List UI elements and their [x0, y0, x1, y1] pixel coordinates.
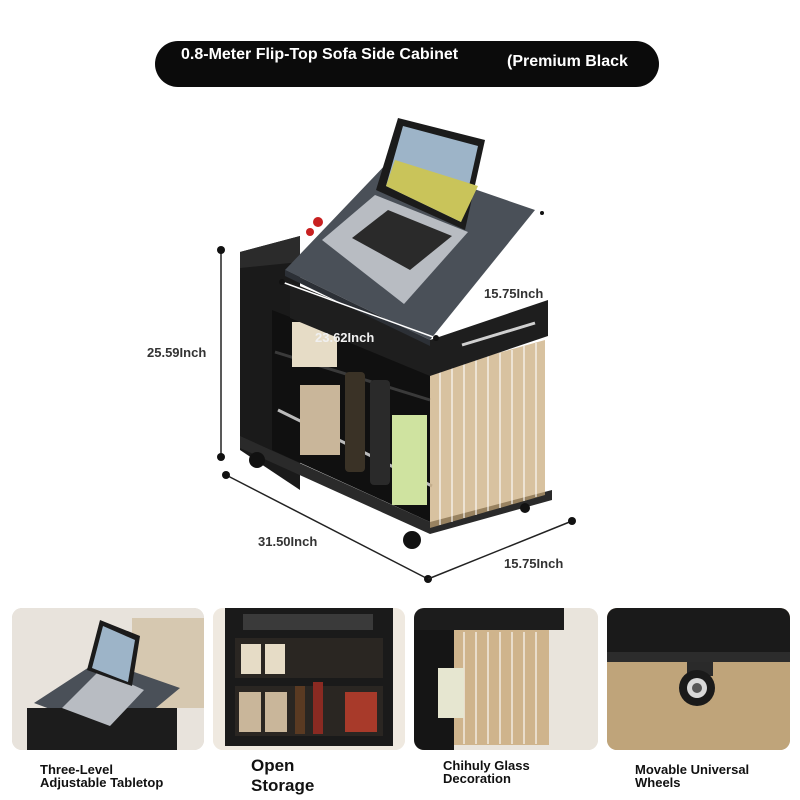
height-label: 25.59Inch	[147, 345, 207, 360]
caption-glass-decoration: Chihuly Glass Decoration	[443, 758, 530, 786]
thumb-open-storage	[213, 608, 405, 750]
caption-universal-wheels: Movable Universal Wheels	[635, 762, 750, 790]
product-illustration	[217, 118, 576, 583]
top-depth-label: 15.75Inch	[484, 286, 544, 301]
caption-adjustable-tabletop: Three-Level Adjustable Tabletop	[40, 762, 164, 790]
thumb-universal-wheels	[607, 608, 790, 750]
product-title: 0.8-Meter Flip-Top Sofa Side Cabinet	[181, 46, 459, 63]
caption-open-storage: Open Storage	[251, 756, 315, 795]
top-width-label: 23.62Inch	[315, 330, 375, 345]
base-depth-label: 15.75Inch	[504, 556, 564, 571]
product-variant: (Premium Black	[507, 53, 628, 70]
thumb-adjustable-tabletop	[12, 608, 204, 750]
thumb-glass-decoration	[414, 608, 598, 750]
base-width-label: 31.50Inch	[258, 534, 318, 549]
title-banner: 0.8-Meter Flip-Top Sofa Side Cabinet (Pr…	[155, 41, 659, 87]
